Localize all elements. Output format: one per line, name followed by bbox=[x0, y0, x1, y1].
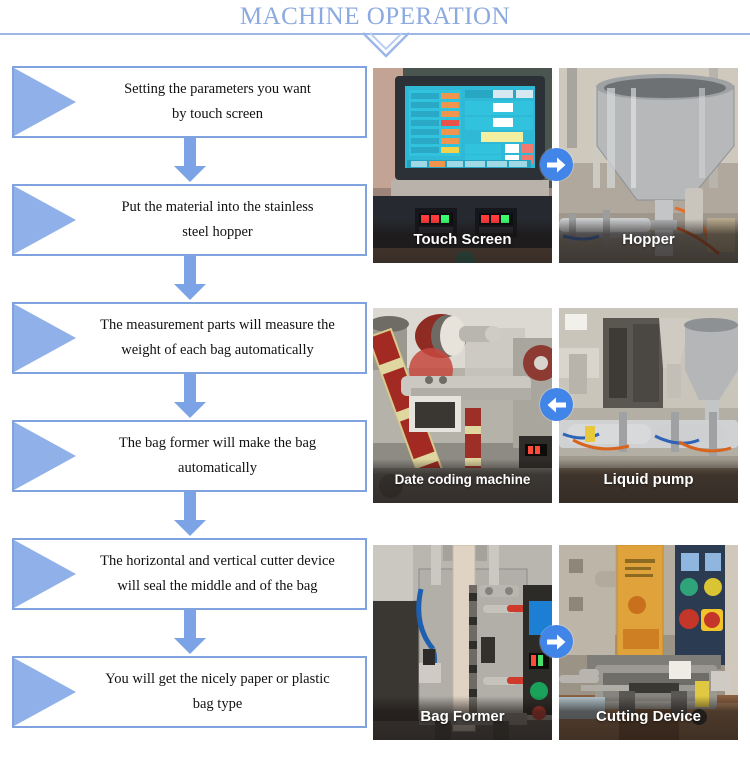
photo-row-2: Date coding machine bbox=[373, 308, 738, 503]
arrow-left-icon bbox=[547, 397, 566, 412]
flow-step-5-text: The horizontal and vertical cutter devic… bbox=[14, 540, 365, 608]
process-flow-column: Setting the parameters you want by touch… bbox=[12, 66, 367, 728]
row-3-flow-arrow-badge[interactable] bbox=[540, 625, 573, 658]
flow-step-1-line2: by touch screen bbox=[172, 106, 263, 122]
flow-step-4[interactable]: The bag former will make the bag automat… bbox=[12, 420, 367, 492]
flow-step-5-line2: will seal the middle and of the bag bbox=[117, 578, 318, 594]
photo-caption-bag-former: Bag Former bbox=[373, 696, 552, 740]
flow-step-3-line1: The measurement parts will measure the bbox=[100, 317, 335, 333]
flow-connector-5 bbox=[12, 610, 367, 656]
flow-step-4-line2: automatically bbox=[178, 460, 257, 476]
photo-caption-liquid-pump-text: Liquid pump bbox=[603, 470, 694, 488]
flow-step-6-text: You will get the nicely paper or plastic… bbox=[14, 658, 365, 726]
flow-connector-2 bbox=[12, 256, 367, 302]
row-2-flow-arrow-badge[interactable] bbox=[540, 388, 573, 421]
down-arrow-icon bbox=[174, 492, 206, 536]
photo-hopper[interactable]: Hopper bbox=[559, 68, 738, 263]
photo-row-1: Touch Screen bbox=[373, 68, 738, 263]
flow-step-3[interactable]: The measurement parts will measure the w… bbox=[12, 302, 367, 374]
photo-row-3: Bag Former bbox=[373, 545, 738, 740]
flow-step-6[interactable]: You will get the nicely paper or plastic… bbox=[12, 656, 367, 728]
flow-step-2-line2: steel hopper bbox=[182, 224, 253, 240]
flow-step-3-line2: weight of each bag automatically bbox=[121, 342, 314, 358]
flow-step-5[interactable]: The horizontal and vertical cutter devic… bbox=[12, 538, 367, 610]
down-arrow-icon bbox=[174, 374, 206, 418]
triangle-marker-icon bbox=[14, 68, 76, 136]
photo-caption-bag-former-text: Bag Former bbox=[420, 707, 505, 725]
photo-caption-touch-screen: Touch Screen bbox=[373, 219, 552, 263]
photo-caption-hopper-text: Hopper bbox=[622, 230, 675, 248]
down-arrow-icon bbox=[174, 138, 206, 182]
photo-touch-screen[interactable]: Touch Screen bbox=[373, 68, 552, 263]
flow-step-4-line1: The bag former will make the bag bbox=[118, 435, 317, 451]
header: MACHINE OPERATION bbox=[0, 0, 750, 62]
triangle-marker-icon bbox=[14, 186, 76, 254]
flow-step-3-text: The measurement parts will measure the w… bbox=[14, 304, 365, 372]
triangle-marker-icon bbox=[14, 304, 76, 372]
photo-cutting-device[interactable]: Cutting Device bbox=[559, 545, 738, 740]
flow-connector-3 bbox=[12, 374, 367, 420]
flow-step-6-line1: You will get the nicely paper or plastic bbox=[105, 671, 330, 687]
flow-step-5-line1: The horizontal and vertical cutter devic… bbox=[100, 553, 335, 569]
triangle-marker-icon bbox=[14, 658, 76, 726]
row-1-flow-arrow-badge[interactable] bbox=[540, 148, 573, 181]
triangle-marker-icon bbox=[14, 540, 76, 608]
photo-caption-date-coding-machine-text: Date coding machine bbox=[394, 471, 531, 487]
photo-caption-cutting-device-text: Cutting Device bbox=[595, 707, 701, 725]
photo-caption-touch-screen-text: Touch Screen bbox=[413, 230, 512, 248]
arrow-right-icon bbox=[547, 634, 566, 649]
flow-step-1-text: Setting the parameters you want by touch… bbox=[14, 68, 365, 136]
arrow-right-icon bbox=[547, 157, 566, 172]
chevron-down-icon bbox=[362, 32, 410, 58]
flow-connector-1 bbox=[12, 138, 367, 184]
photo-caption-hopper: Hopper bbox=[559, 219, 738, 263]
down-arrow-icon bbox=[174, 610, 206, 654]
photo-caption-cutting-device: Cutting Device bbox=[559, 696, 738, 740]
triangle-marker-icon bbox=[14, 422, 76, 490]
flow-step-1-line1: Setting the parameters you want bbox=[124, 81, 311, 97]
flow-step-2-line1: Put the material into the stainless bbox=[121, 199, 314, 215]
photo-caption-date-coding-machine: Date coding machine bbox=[373, 459, 552, 503]
flow-step-6-line2: bag type bbox=[192, 696, 243, 712]
flow-connector-4 bbox=[12, 492, 367, 538]
page-title: MACHINE OPERATION bbox=[239, 3, 511, 30]
photo-bag-former[interactable]: Bag Former bbox=[373, 545, 552, 740]
flow-step-2[interactable]: Put the material into the stainless stee… bbox=[12, 184, 367, 256]
flow-step-2-text: Put the material into the stainless stee… bbox=[14, 186, 365, 254]
photo-date-coding-machine[interactable]: Date coding machine bbox=[373, 308, 552, 503]
header-divider-rule bbox=[0, 33, 750, 35]
photo-caption-liquid-pump: Liquid pump bbox=[559, 459, 738, 503]
flow-step-4-text: The bag former will make the bag automat… bbox=[14, 422, 365, 490]
down-arrow-icon bbox=[174, 256, 206, 300]
flow-step-1[interactable]: Setting the parameters you want by touch… bbox=[12, 66, 367, 138]
photo-liquid-pump[interactable]: Liquid pump bbox=[559, 308, 738, 503]
